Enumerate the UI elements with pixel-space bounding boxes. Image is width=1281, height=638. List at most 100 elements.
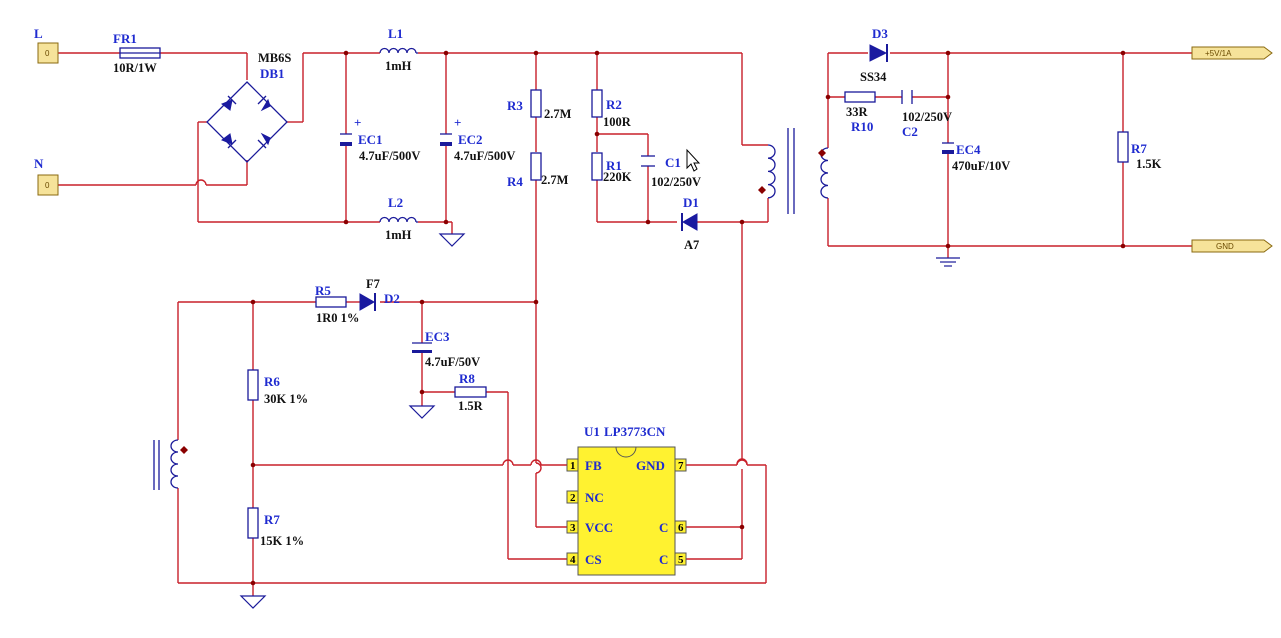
- resistor-r7-fb: R7 15K 1%: [247, 507, 304, 548]
- c1-ref: C1: [665, 155, 681, 170]
- ec1-value: 4.7uF/500V: [359, 149, 420, 163]
- capacitor-c2: 102/250V C2: [901, 90, 952, 139]
- db1-ref: DB1: [260, 66, 285, 81]
- resistor-r10: 33R R10: [844, 91, 876, 134]
- ic-pin3-name: VCC: [585, 520, 613, 535]
- ec3-ref: EC3: [425, 329, 450, 344]
- d2-value: F7: [366, 277, 380, 291]
- transformer-main: [758, 128, 829, 214]
- r7-out-ref: R7: [1131, 141, 1147, 156]
- c2-value: 102/250V: [902, 110, 952, 124]
- ic-pin4-name: CS: [585, 552, 602, 567]
- port-out-gnd-label: GND: [1216, 242, 1234, 251]
- svg-text:+: +: [454, 115, 461, 130]
- r3-ref: R3: [507, 98, 523, 113]
- resistor-r8: R8 1.5R: [454, 371, 487, 413]
- port-N: N 0: [34, 156, 59, 196]
- capacitor-ec3: EC3 4.7uF/50V: [412, 329, 480, 369]
- mouse-cursor-icon: [686, 148, 701, 172]
- ic-ref: U1: [584, 424, 600, 439]
- db1-value: MB6S: [258, 51, 291, 65]
- resistor-r1: R1 220K: [591, 152, 632, 184]
- capacitor-ec2: + EC2 4.7uF/500V: [440, 115, 515, 163]
- ec2-value: 4.7uF/500V: [454, 149, 515, 163]
- capacitor-c1: C1 102/250V: [641, 155, 701, 189]
- ic-pin4-num: 4: [570, 554, 576, 566]
- l1-ref: L1: [388, 26, 403, 41]
- transformer-aux: [153, 439, 188, 490]
- d1-value: A7: [684, 238, 699, 252]
- ec1-ref: EC1: [358, 132, 383, 147]
- r2-value: 100R: [603, 115, 632, 129]
- inductor-l1: L1 1mH: [379, 26, 418, 73]
- fr1-value: 10R/1W: [113, 61, 157, 75]
- ground-symbol-1: [438, 233, 466, 247]
- r8-ref: R8: [459, 371, 475, 386]
- ec4-ref: EC4: [956, 142, 981, 157]
- diode-d1: D1 A7: [681, 195, 699, 252]
- ic-pin6-num: 6: [678, 522, 684, 534]
- ec3-value: 4.7uF/50V: [425, 355, 480, 369]
- ic-pin7-name: GND: [636, 458, 665, 473]
- l2-ref: L2: [388, 195, 403, 210]
- ic-pin7-num: 7: [678, 460, 684, 472]
- port-N-label: N: [34, 156, 44, 171]
- resistor-r6: R6 30K 1%: [247, 369, 308, 406]
- diode-d3: D3 SS34: [860, 26, 888, 84]
- r4-ref: R4: [507, 174, 523, 189]
- bridge-rectifier-db1: MB6S DB1: [206, 51, 291, 163]
- capacitor-ec1: + EC1 4.7uF/500V: [340, 115, 420, 163]
- wires: [58, 52, 1192, 596]
- port-out-pos-label: +5V/1A: [1205, 49, 1232, 58]
- ic-pin1-name: FB: [585, 458, 602, 473]
- fusible-resistor-fr1: FR1 10R/1W: [113, 31, 161, 75]
- port-out-gnd: GND: [1191, 239, 1273, 253]
- fr1-ref: FR1: [113, 31, 137, 46]
- r10-value: 33R: [846, 105, 869, 119]
- resistor-r4: R4 2.7M: [507, 152, 569, 189]
- ic-part: LP3773CN: [604, 424, 666, 439]
- r7-out-value: 1.5K: [1136, 157, 1162, 171]
- port-out-pos: +5V/1A: [1191, 46, 1273, 60]
- l1-value: 1mH: [385, 59, 412, 73]
- r1-ref: R1: [606, 158, 622, 173]
- ground-symbol-3: [239, 595, 267, 609]
- r4-value: 2.7M: [541, 173, 569, 187]
- ic-pin1-num: 1: [570, 460, 576, 472]
- ground-symbol-2: [408, 405, 436, 419]
- ic-pin2-num: 2: [570, 492, 576, 504]
- port-L-label: L: [34, 26, 43, 41]
- d2-ref: D2: [384, 291, 400, 306]
- diode-d2: F7 D2: [359, 277, 400, 311]
- earth-ground-symbol: [936, 257, 960, 267]
- port-L: L 0: [34, 26, 59, 64]
- r7-fb-ref: R7: [264, 512, 280, 527]
- d3-value: SS34: [860, 70, 887, 84]
- resistor-r2: R2 100R: [591, 89, 632, 129]
- r2-ref: R2: [606, 97, 622, 112]
- capacitor-ec4: EC4 470uF/10V: [942, 142, 1010, 173]
- r6-ref: R6: [264, 374, 280, 389]
- svg-text:+: +: [354, 115, 361, 130]
- r5-value: 1R0 1%: [316, 311, 359, 325]
- r8-value: 1.5R: [458, 399, 484, 413]
- r5-ref: R5: [315, 283, 331, 298]
- ic-pin2-name: NC: [585, 490, 604, 505]
- port-N-pin: 0: [45, 181, 50, 190]
- ec2-ref: EC2: [458, 132, 483, 147]
- ic-pin3-num: 3: [570, 522, 576, 534]
- r6-value: 30K 1%: [264, 392, 308, 406]
- c2-ref: C2: [902, 124, 918, 139]
- inductor-l2: L2 1mH: [379, 195, 418, 242]
- r1-value: 220K: [603, 170, 632, 184]
- r3-value: 2.7M: [544, 107, 572, 121]
- ic-pin6-name: C: [659, 520, 668, 535]
- d3-ref: D3: [872, 26, 888, 41]
- d1-ref: D1: [683, 195, 699, 210]
- resistor-r3: R3 2.7M: [507, 89, 572, 121]
- r7-fb-value: 15K 1%: [260, 534, 304, 548]
- ic-pin5-name: C: [659, 552, 668, 567]
- ec4-value: 470uF/10V: [952, 159, 1010, 173]
- resistor-r7-out: R7 1.5K: [1117, 131, 1162, 171]
